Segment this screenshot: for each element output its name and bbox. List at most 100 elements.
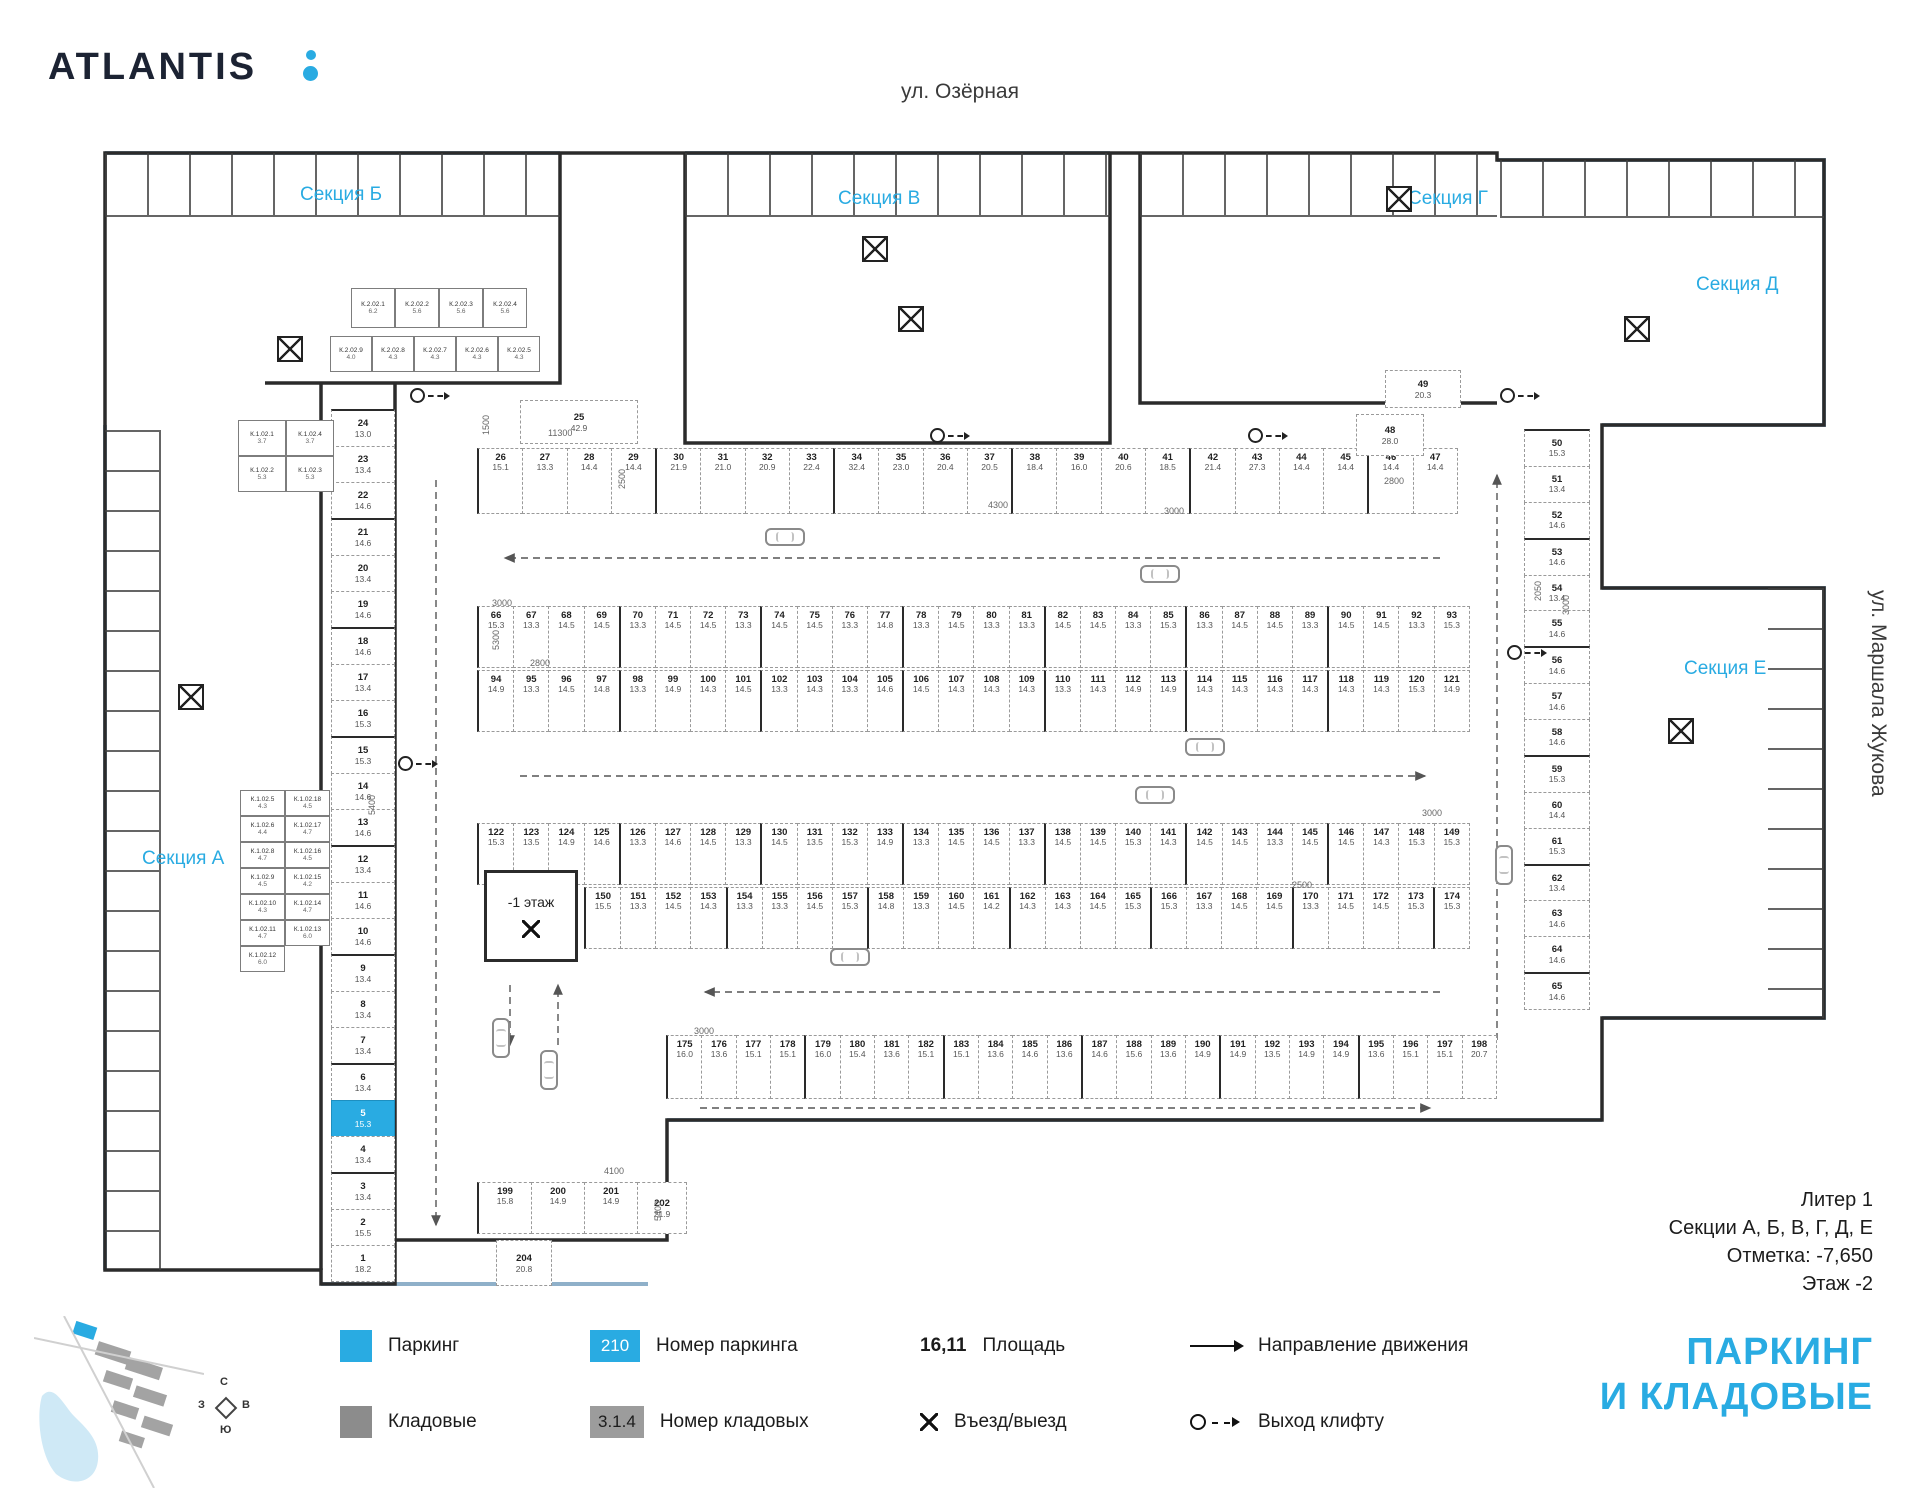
- parking-spot[interactable]: 173 15.3: [1397, 887, 1434, 949]
- parking-spot[interactable]: 23 13.4: [331, 446, 395, 483]
- parking-spot[interactable]: 61 15.3: [1524, 827, 1590, 865]
- parking-spot[interactable]: 20 13.4: [331, 555, 395, 592]
- parking-spot[interactable]: 73 13.3: [725, 606, 762, 668]
- parking-spot[interactable]: 14 14.6: [331, 773, 395, 810]
- parking-spot[interactable]: 119 14.3: [1363, 670, 1400, 732]
- parking-spot[interactable]: 32 20.9: [744, 448, 790, 514]
- parking-spot[interactable]: 43 27.3: [1234, 448, 1280, 514]
- parking-spot[interactable]: 49 20.3: [1385, 370, 1461, 408]
- parking-spot[interactable]: 89 13.3: [1291, 606, 1329, 668]
- parking-spot[interactable]: 177 15.1: [735, 1035, 771, 1099]
- storage-unit[interactable]: К.2.02.9 4.0: [330, 336, 372, 372]
- parking-spot[interactable]: 172 14.5: [1362, 887, 1399, 949]
- storage-unit[interactable]: К.1.02.6 4.4: [240, 816, 285, 842]
- parking-spot[interactable]: 121 14.9: [1433, 670, 1470, 732]
- parking-spot[interactable]: 194 14.9: [1323, 1035, 1359, 1099]
- parking-spot[interactable]: 183 15.1: [942, 1035, 979, 1099]
- parking-spot[interactable]: 204 20.8: [496, 1240, 552, 1286]
- parking-spot[interactable]: 39 16.0: [1056, 448, 1102, 514]
- parking-spot[interactable]: 108 14.3: [973, 670, 1010, 732]
- parking-spot[interactable]: 86 13.3: [1185, 606, 1223, 668]
- parking-spot[interactable]: 201 14.9: [584, 1182, 638, 1234]
- parking-spot[interactable]: 200 14.9: [531, 1182, 585, 1234]
- parking-spot[interactable]: 153 14.3: [690, 887, 727, 949]
- parking-spot[interactable]: 45 14.4: [1323, 448, 1369, 514]
- parking-spot[interactable]: 83 14.5: [1079, 606, 1117, 668]
- parking-spot[interactable]: 116 14.3: [1256, 670, 1293, 732]
- parking-spot[interactable]: 156 14.5: [796, 887, 833, 949]
- parking-spot[interactable]: 193 14.9: [1288, 1035, 1325, 1099]
- parking-spot[interactable]: 161 14.2: [973, 887, 1010, 949]
- parking-spot[interactable]: 88 14.5: [1256, 606, 1293, 668]
- parking-spot[interactable]: 92 13.3: [1398, 606, 1435, 668]
- parking-spot[interactable]: 58 14.6: [1524, 719, 1590, 756]
- parking-spot[interactable]: 145 14.5: [1291, 823, 1329, 885]
- parking-spot[interactable]: 85 15.3: [1150, 606, 1187, 668]
- parking-spot[interactable]: 69 14.5: [583, 606, 620, 668]
- parking-spot[interactable]: 53 14.6: [1524, 537, 1590, 576]
- parking-spot[interactable]: 8 13.4: [331, 991, 395, 1028]
- parking-spot[interactable]: 50 15.3: [1524, 429, 1590, 467]
- parking-spot[interactable]: 31 21.0: [700, 448, 746, 514]
- parking-spot[interactable]: 187 14.6: [1080, 1035, 1118, 1099]
- storage-unit[interactable]: К.2.02.8 4.3: [372, 336, 414, 372]
- parking-spot[interactable]: 46 14.4: [1367, 448, 1414, 514]
- parking-spot[interactable]: 113 14.9: [1150, 670, 1187, 732]
- parking-spot[interactable]: 68 14.5: [548, 606, 585, 668]
- parking-spot[interactable]: 72 14.5: [690, 606, 727, 668]
- storage-unit[interactable]: К.1.02.10 4.3: [240, 894, 285, 920]
- parking-spot[interactable]: 202 21.9: [637, 1182, 687, 1234]
- parking-spot[interactable]: 6 13.4: [331, 1063, 395, 1101]
- parking-spot[interactable]: 163 14.3: [1044, 887, 1081, 949]
- parking-spot[interactable]: 11 14.6: [331, 882, 395, 919]
- parking-spot[interactable]: 99 14.9: [654, 670, 692, 732]
- parking-spot[interactable]: 38 18.4: [1011, 448, 1058, 514]
- parking-spot[interactable]: 76 13.3: [831, 606, 868, 668]
- parking-spot[interactable]: 29 14.4: [610, 448, 657, 514]
- parking-spot[interactable]: 160 14.5: [938, 887, 975, 949]
- parking-spot[interactable]: 78 13.3: [902, 606, 940, 668]
- parking-spot[interactable]: 84 13.3: [1115, 606, 1152, 668]
- storage-unit[interactable]: К.1.02.12 6.0: [240, 946, 285, 972]
- storage-unit[interactable]: К.1.02.2 5.3: [238, 456, 286, 492]
- parking-spot[interactable]: 115 14.3: [1221, 670, 1258, 732]
- storage-unit[interactable]: К.1.02.16 4.5: [285, 842, 330, 868]
- parking-spot[interactable]: 70 13.3: [618, 606, 656, 668]
- parking-spot[interactable]: 34 32.4: [833, 448, 880, 514]
- storage-unit[interactable]: К.2.02.5 4.3: [498, 336, 540, 372]
- parking-spot[interactable]: 134 13.3: [902, 823, 940, 885]
- parking-spot[interactable]: 107 14.3: [938, 670, 975, 732]
- parking-spot[interactable]: 42 21.4: [1189, 448, 1236, 514]
- parking-spot[interactable]: 151 13.3: [620, 887, 657, 949]
- parking-spot[interactable]: 179 16.0: [804, 1035, 841, 1099]
- parking-spot[interactable]: 33 22.4: [788, 448, 835, 514]
- parking-spot[interactable]: 110 13.3: [1043, 670, 1081, 732]
- parking-spot[interactable]: 28 14.4: [566, 448, 612, 514]
- parking-spot[interactable]: 118 14.3: [1327, 670, 1365, 732]
- parking-spot[interactable]: 93 15.3: [1433, 606, 1470, 668]
- parking-spot[interactable]: 27 13.3: [522, 448, 568, 514]
- parking-spot[interactable]: 199 15.8: [477, 1182, 532, 1234]
- parking-spot[interactable]: 185 14.6: [1012, 1035, 1048, 1099]
- parking-spot[interactable]: 141 14.3: [1150, 823, 1187, 885]
- storage-unit[interactable]: К.1.02.5 4.3: [240, 790, 285, 816]
- parking-spot[interactable]: 106 14.5: [902, 670, 940, 732]
- parking-spot[interactable]: 136 14.5: [973, 823, 1010, 885]
- parking-spot[interactable]: 132 15.3: [831, 823, 868, 885]
- storage-unit[interactable]: К.2.02.1 6.2: [351, 288, 395, 328]
- parking-spot[interactable]: 189 13.6: [1150, 1035, 1186, 1099]
- parking-spot[interactable]: 192 13.5: [1254, 1035, 1290, 1099]
- parking-spot[interactable]: 147 14.3: [1363, 823, 1400, 885]
- parking-spot[interactable]: 35 23.0: [878, 448, 924, 514]
- parking-spot[interactable]: 82 14.5: [1043, 606, 1081, 668]
- parking-spot[interactable]: 63 14.6: [1524, 900, 1590, 938]
- parking-spot[interactable]: 169 14.5: [1256, 887, 1293, 949]
- parking-spot[interactable]: 143 14.5: [1221, 823, 1258, 885]
- parking-spot[interactable]: 17 13.4: [331, 664, 395, 701]
- parking-spot[interactable]: 158 14.8: [867, 887, 905, 949]
- parking-spot[interactable]: 114 14.3: [1185, 670, 1223, 732]
- parking-spot[interactable]: 47 14.4: [1412, 448, 1458, 514]
- parking-spot[interactable]: 12 13.4: [331, 845, 395, 883]
- parking-spot[interactable]: 152 14.5: [655, 887, 692, 949]
- storage-unit[interactable]: К.1.02.15 4.2: [285, 868, 330, 894]
